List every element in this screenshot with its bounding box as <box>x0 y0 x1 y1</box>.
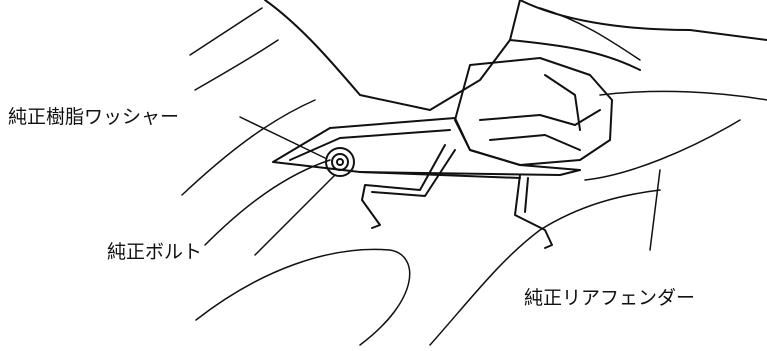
tail-light-outer <box>454 57 613 166</box>
tail-cowl <box>264 0 767 111</box>
tire-tread-line <box>429 189 661 346</box>
washer-label: 純正樹脂ワッシャー <box>8 106 180 128</box>
washer-and-bolt <box>325 147 355 177</box>
bolt-label: 純正ボルト <box>107 241 203 263</box>
seat-cushion <box>264 0 521 111</box>
tail-light-seam-2 <box>489 134 581 151</box>
bracket-left <box>361 144 446 229</box>
fender-plate-ridge <box>289 129 451 161</box>
tail-light-seam-1 <box>479 109 601 126</box>
wire-brackets <box>361 144 553 249</box>
fender-plate-outline <box>272 117 581 176</box>
seat-rear-contour <box>519 0 767 41</box>
seat-edge-line <box>189 7 263 56</box>
frame-line-lower <box>204 159 331 246</box>
washer-shape <box>325 147 355 177</box>
tail-light-seam-3 <box>544 74 581 131</box>
bracket-right <box>514 174 553 249</box>
leader-line-bolt <box>254 174 336 256</box>
tail-light-housing <box>454 57 613 166</box>
leader-lines <box>239 116 661 256</box>
leader-line-fender <box>649 169 661 251</box>
fender-plate-lower-edge <box>359 171 521 179</box>
bolt-center-shape <box>336 158 344 166</box>
fender-lower-line <box>584 119 741 181</box>
bolt-head-shape <box>331 153 349 171</box>
bracket-right-inner <box>524 177 529 213</box>
tire-outline <box>195 248 411 346</box>
bracket-left-inner <box>371 149 456 197</box>
frame-line-upper <box>181 99 316 196</box>
fender-label: 純正リアフェンダー <box>524 287 696 309</box>
seat-inner-line <box>194 39 279 91</box>
leader-line-washer <box>239 116 326 159</box>
rear-fender <box>272 117 581 179</box>
cowl-top-line <box>509 39 641 71</box>
fender-edge-line <box>599 90 767 101</box>
